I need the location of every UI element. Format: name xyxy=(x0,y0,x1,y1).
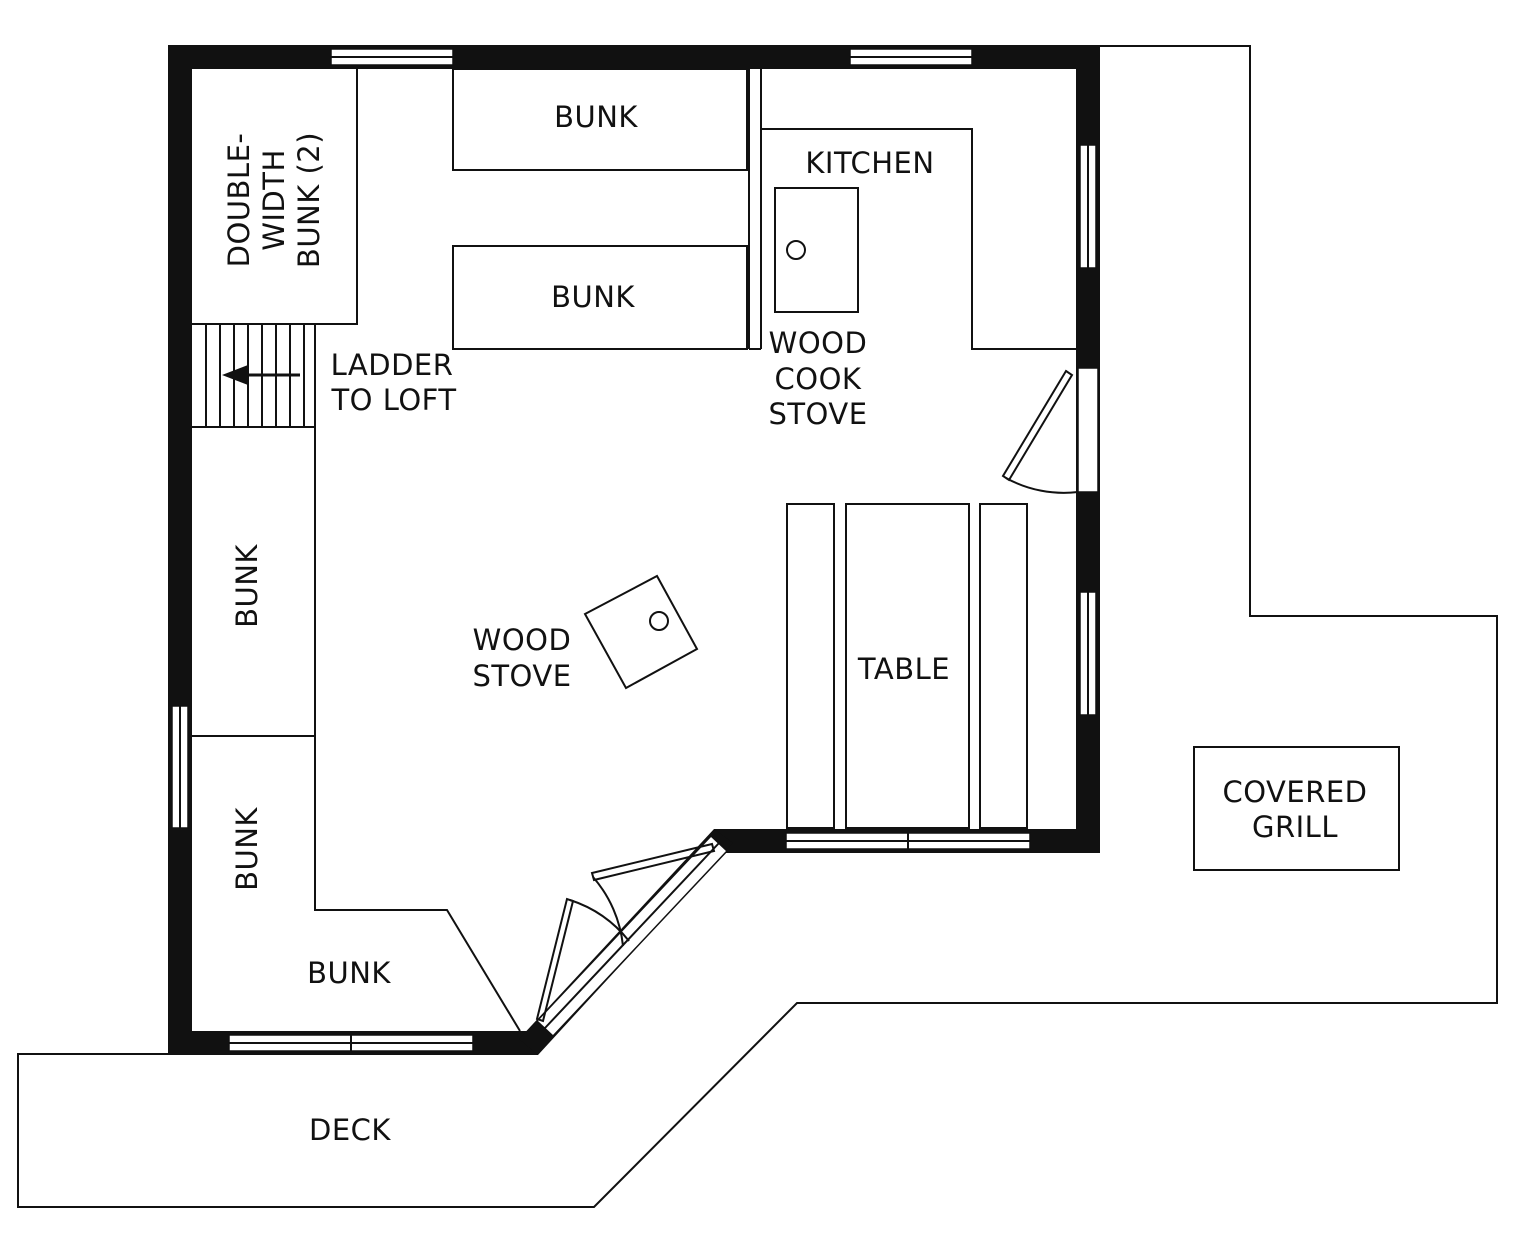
dining-table xyxy=(845,503,970,829)
bunk-top xyxy=(452,68,748,171)
bench-left xyxy=(786,503,835,829)
label-cook-stove: WOOD COOK STOVE xyxy=(768,326,867,431)
kitchen-counter xyxy=(761,128,1076,350)
bench-right xyxy=(979,503,1028,829)
label-double-bunk: DOUBLE- WIDTH BUNK (2) xyxy=(222,132,326,268)
svg-text:COVERED: COVERED xyxy=(1222,775,1367,809)
arrow-left-icon xyxy=(222,365,300,385)
wood-stove xyxy=(583,574,699,690)
svg-text:COOK: COOK xyxy=(775,362,862,396)
svg-text:DOUBLE-: DOUBLE- xyxy=(222,133,256,268)
cook-stove-flue xyxy=(786,240,806,260)
svg-text:TO LOFT: TO LOFT xyxy=(330,383,456,417)
deck-outline xyxy=(17,45,1498,1208)
label-bunk-middle: BUNK xyxy=(551,280,635,314)
covered-grill xyxy=(1193,746,1400,871)
ladder xyxy=(192,323,316,428)
svg-text:WOOD: WOOD xyxy=(769,326,868,360)
label-kitchen: KITCHEN xyxy=(805,146,934,180)
label-covered-grill: COVERED GRILL xyxy=(1222,775,1367,844)
label-wood-stove: WOOD STOVE xyxy=(472,623,571,693)
bunk-left-lower xyxy=(314,736,521,1032)
svg-text:STOVE: STOVE xyxy=(768,397,867,431)
windows xyxy=(171,48,1097,1052)
entry-door xyxy=(535,834,729,1038)
label-deck: DECK xyxy=(309,1113,391,1147)
label-table: TABLE xyxy=(857,652,950,686)
side-door xyxy=(1001,367,1099,494)
label-bunk-left-upper: BUNK xyxy=(230,544,264,628)
svg-text:WIDTH: WIDTH xyxy=(257,149,291,251)
label-ladder: LADDER TO LOFT xyxy=(330,348,456,417)
svg-text:WOOD: WOOD xyxy=(473,623,572,657)
svg-text:GRILL: GRILL xyxy=(1252,810,1338,844)
label-bunk-top: BUNK xyxy=(554,100,638,134)
svg-text:LADDER: LADDER xyxy=(331,348,454,382)
cook-stove xyxy=(774,187,859,313)
svg-text:STOVE: STOVE xyxy=(472,659,571,693)
wood-stove-flue xyxy=(649,611,669,631)
label-bunk-left-lower: BUNK xyxy=(230,807,264,891)
svg-text:BUNK (2): BUNK (2) xyxy=(292,132,326,268)
label-bunk-bottom: BUNK xyxy=(307,956,391,990)
bunk-middle xyxy=(452,245,748,350)
